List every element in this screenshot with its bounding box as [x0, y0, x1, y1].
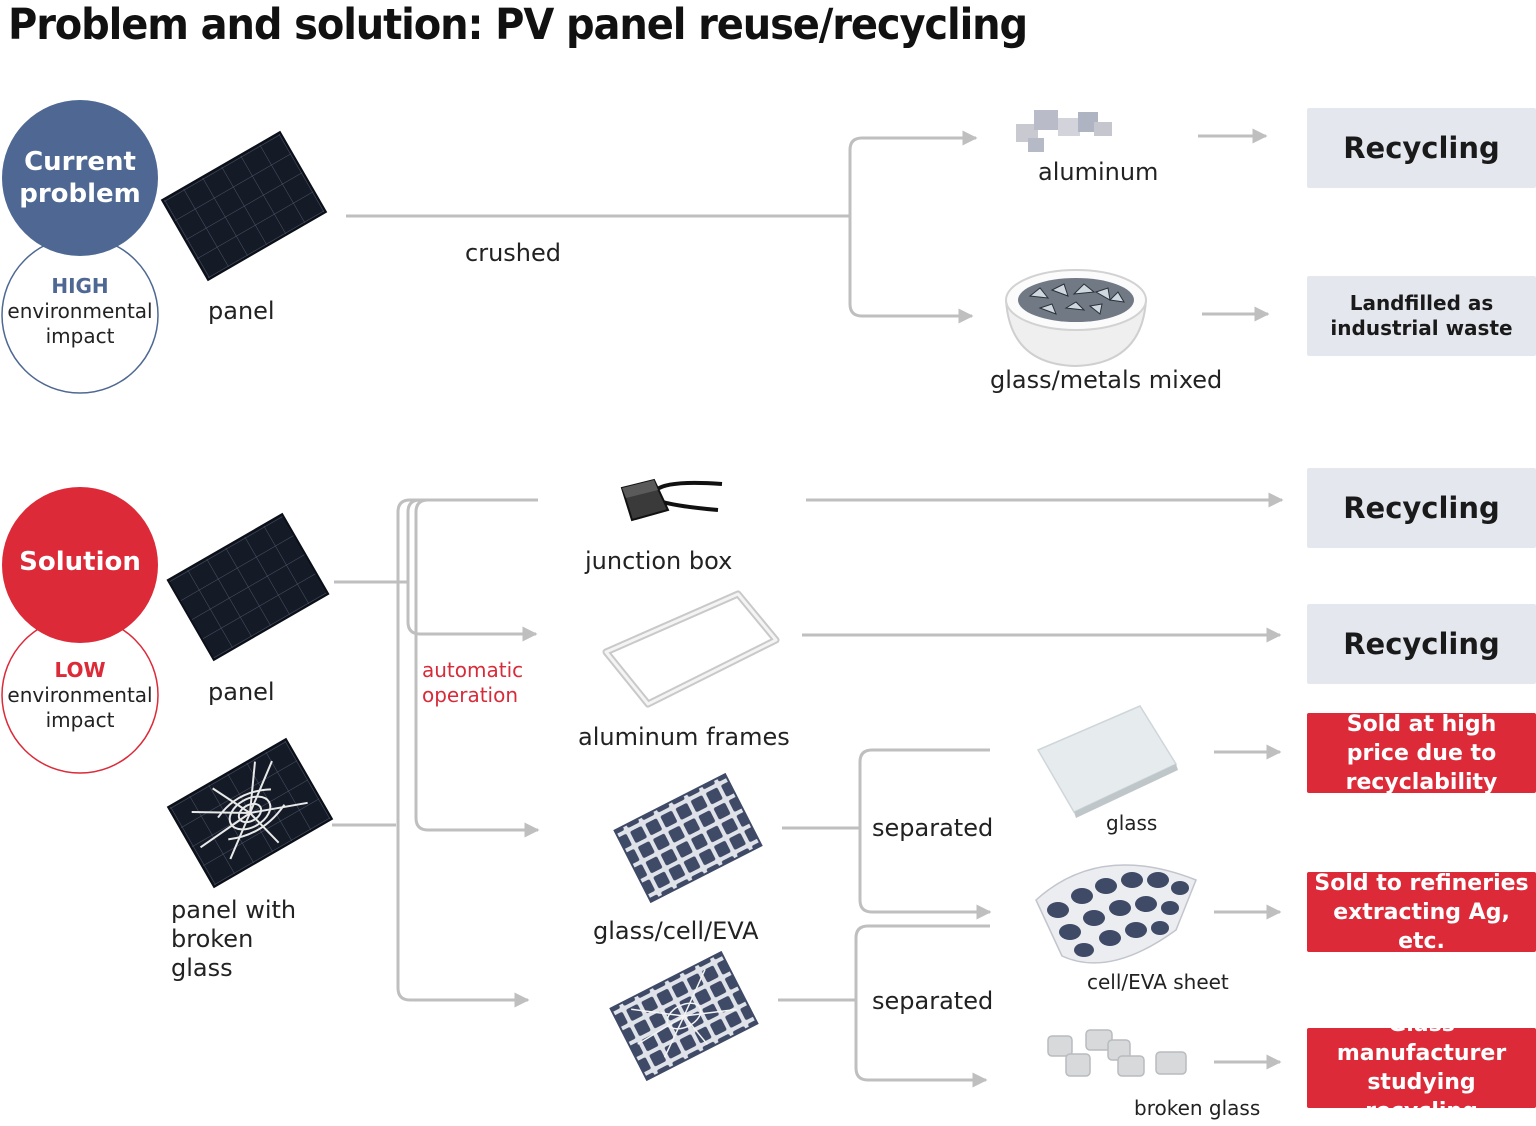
cell-eva-sheet-image [1035, 864, 1197, 964]
cell-eva-sheet-label: cell/EVA sheet [1087, 970, 1229, 994]
problem-circle [2, 100, 158, 256]
glass-cell-eva-label: glass/cell/EVA [593, 917, 759, 945]
problem-recycling-box: Recycling [1307, 108, 1536, 188]
automatic-operation-label: automatic operation [422, 658, 524, 707]
glass-manufacturer-box: Glass manufacturer studying recycling [1307, 1012, 1536, 1124]
aluminum-label: aluminum [1038, 158, 1159, 186]
solution-circle [2, 487, 158, 643]
sold-to-refineries-box: Sold to refineries extracting Ag, etc. [1307, 871, 1536, 954]
problem-impact-text: environmental impact [7, 299, 153, 348]
solution-panel-label: panel [208, 678, 275, 706]
aluminum-frames-image [602, 590, 780, 708]
solution-impact-label: LOW environmental impact [4, 658, 156, 733]
separated-label-1: separated [872, 814, 994, 842]
broken-glass-pieces-image [1047, 1029, 1187, 1077]
solution-impact-level: LOW [54, 658, 106, 682]
sold-high-price-box: Sold at high price due to recyclability [1307, 712, 1536, 795]
glass-metals-bowl-image [1004, 269, 1148, 368]
problem-flow-lines [346, 128, 1270, 324]
problem-panel-label: panel [208, 297, 275, 325]
junction-box-recycling-box: Recycling [1307, 468, 1536, 548]
separated-label-2: separated [872, 987, 994, 1015]
page-title: Problem and solution: PV panel reuse/rec… [8, 0, 1028, 50]
glass-cell-eva-image [613, 772, 763, 904]
problem-panel-image [160, 130, 328, 282]
aluminum-frames-label: aluminum frames [578, 723, 790, 751]
crushed-label: crushed [465, 239, 561, 267]
glass-metals-mixed-label: glass/metals mixed [990, 366, 1223, 394]
landfilled-box: Landfilled as industrial waste [1307, 276, 1536, 356]
problem-circle-title: Current problem [19, 147, 141, 209]
glass-label: glass [1106, 811, 1158, 835]
solution-flow-lines [332, 492, 1284, 1088]
broken-panel-image [166, 737, 334, 889]
broken-panel-label: panel with broken glass [171, 896, 297, 982]
solution-impact-text: environmental impact [7, 683, 153, 732]
solution-circle-title: Solution [19, 547, 141, 577]
aluminum-scrap-image [1016, 110, 1112, 152]
glass-sheet-image [1036, 705, 1178, 818]
problem-impact-level: HIGH [51, 274, 109, 298]
junction-box-image [620, 478, 723, 522]
solution-panel-image [166, 512, 330, 662]
broken-glass-cell-eva-image [609, 950, 759, 1082]
aluminum-frames-recycling-box: Recycling [1307, 604, 1536, 684]
broken-glass-label: broken glass [1134, 1096, 1261, 1120]
junction-box-label: junction box [585, 547, 733, 575]
problem-impact-label: HIGH environmental impact [4, 274, 156, 349]
